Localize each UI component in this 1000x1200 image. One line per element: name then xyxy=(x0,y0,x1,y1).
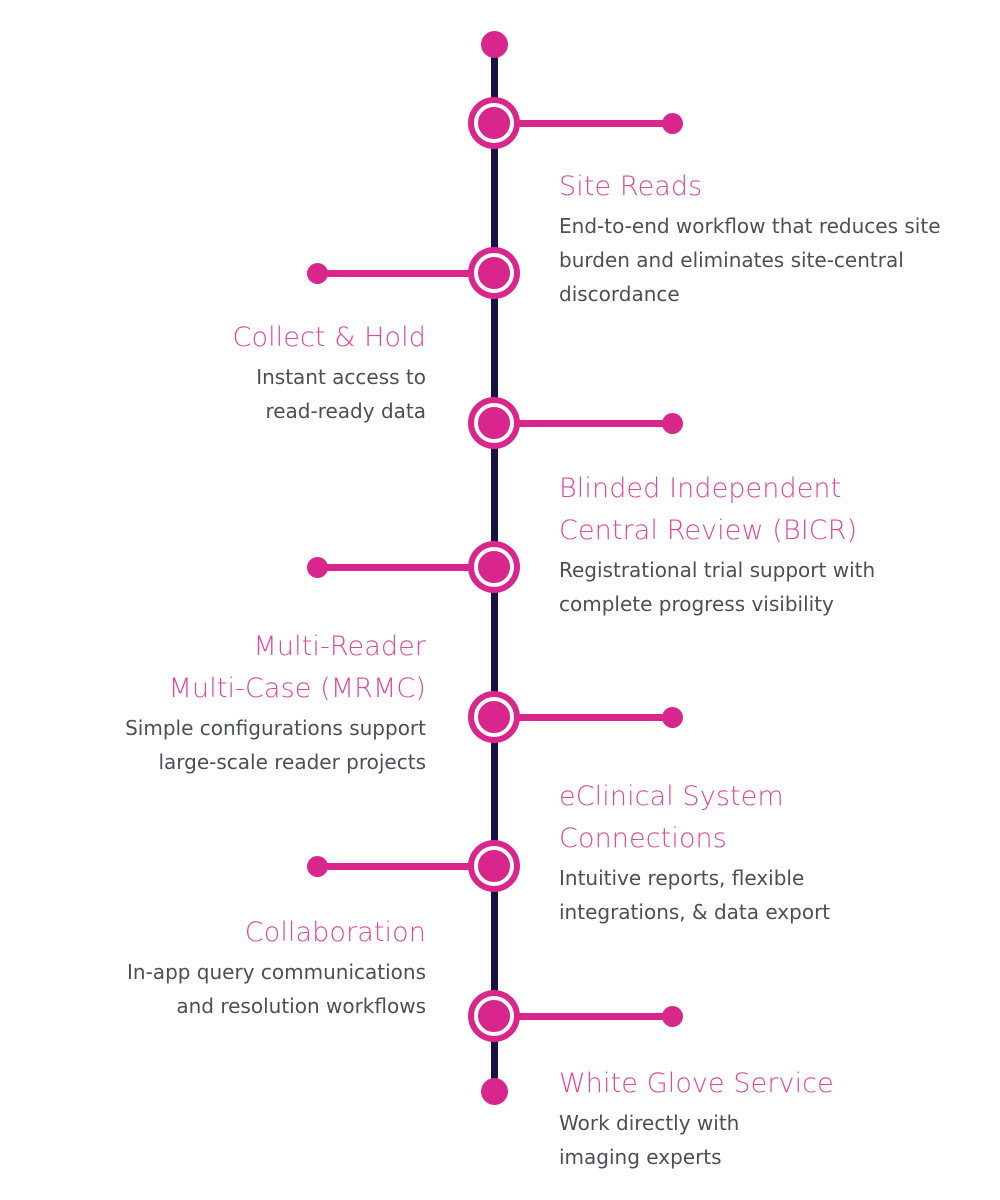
timeline-node-collaboration[interactable] xyxy=(468,840,520,892)
timeline-item-description: Simple configurations support large-scal… xyxy=(125,716,426,774)
connector-end-dot-site-reads-icon xyxy=(662,113,683,134)
timeline-item-title: Site Reads xyxy=(559,171,703,202)
timeline-item-title: White Glove Service xyxy=(559,1068,834,1099)
connector-collaboration xyxy=(317,863,487,870)
connector-white-glove-service xyxy=(505,1013,675,1020)
timeline-start-dot-icon xyxy=(481,31,508,58)
timeline-item-title: Multi-Reader Multi-Case (MRMC) xyxy=(168,631,426,704)
timeline-item-collaboration: Collaboration In-app query communication… xyxy=(26,912,426,1023)
connector-collect-and-hold xyxy=(317,270,487,277)
timeline-item-description: End-to-end workflow that reduces site bu… xyxy=(559,214,941,306)
timeline-end-dot-icon xyxy=(481,1078,508,1105)
connector-mrmc xyxy=(317,564,487,571)
timeline-item-bicr: Blinded Independent Central Review (BICR… xyxy=(559,468,959,621)
timeline-item-description: Intuitive reports, flexible integrations… xyxy=(559,866,831,924)
timeline-item-description: Work directly with imaging experts xyxy=(559,1111,740,1169)
timeline-item-description: Instant access to read-ready data xyxy=(256,365,426,423)
connector-bicr xyxy=(505,420,675,427)
timeline-node-collect-and-hold[interactable] xyxy=(468,247,520,299)
timeline-item-description: Registrational trial support with comple… xyxy=(559,558,876,616)
timeline-item-site-reads: Site Reads End-to-end workflow that redu… xyxy=(559,166,959,311)
connector-end-dot-collaboration-icon xyxy=(307,856,328,877)
connector-end-dot-white-glove-icon xyxy=(662,1006,683,1027)
connector-site-reads xyxy=(505,120,675,127)
connector-end-dot-mrmc-icon xyxy=(307,557,328,578)
timeline-item-mrmc: Multi-Reader Multi-Case (MRMC) Simple co… xyxy=(26,626,426,779)
timeline-node-bicr[interactable] xyxy=(468,397,520,449)
timeline-item-eclinical-system-connections: eClinical System Connections Intuitive r… xyxy=(559,776,959,929)
timeline-item-white-glove-service: White Glove Service Work directly with i… xyxy=(559,1063,959,1174)
connector-end-dot-eclinical-icon xyxy=(662,707,683,728)
connector-end-dot-collect-and-hold-icon xyxy=(307,263,328,284)
timeline-item-title: Blinded Independent Central Review (BICR… xyxy=(559,473,858,546)
connector-eclinical-system-connections xyxy=(505,714,675,721)
timeline-item-title: eClinical System Connections xyxy=(559,781,784,854)
timeline-item-collect-and-hold: Collect & Hold Instant access to read-re… xyxy=(26,317,427,428)
timeline-node-mrmc[interactable] xyxy=(468,541,520,593)
timeline-item-title: Collaboration xyxy=(244,917,426,948)
timeline-node-white-glove-service[interactable] xyxy=(468,990,520,1042)
connector-end-dot-bicr-icon xyxy=(662,413,683,434)
timeline-item-title: Collect & Hold xyxy=(232,322,426,353)
timeline-item-description: In-app query communications and resoluti… xyxy=(127,960,426,1018)
timeline-node-eclinical-system-connections[interactable] xyxy=(468,691,520,743)
timeline-node-site-reads[interactable] xyxy=(468,97,520,149)
